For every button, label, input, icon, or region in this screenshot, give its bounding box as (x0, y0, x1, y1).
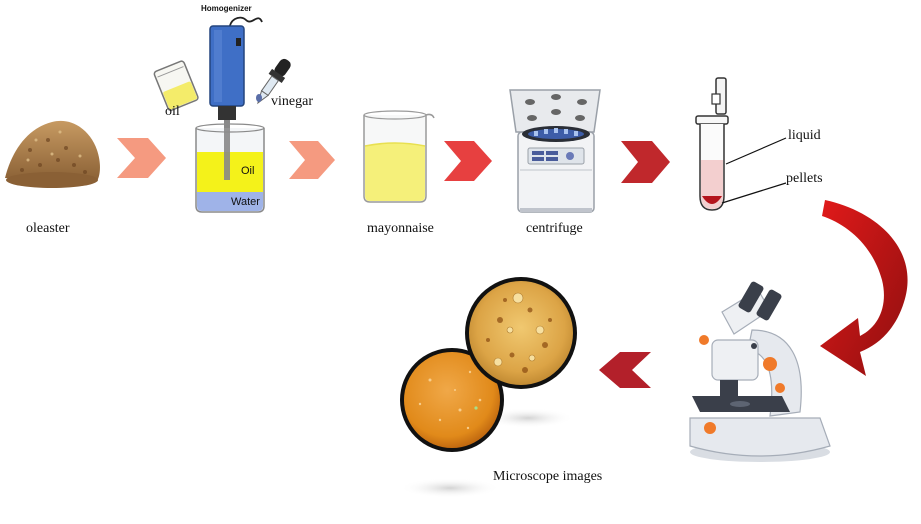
flow-arrow-1 (117, 138, 166, 178)
liquid-label: liquid (788, 128, 821, 143)
centrifuge-label: centrifuge (526, 221, 583, 236)
micrograph-icon (400, 348, 504, 452)
oil-beaker-icon (153, 60, 199, 112)
mayonnaise-beaker-icon (363, 110, 435, 203)
flow-arrow-3 (444, 141, 492, 181)
flow-arrow-4 (621, 141, 670, 183)
dropper-icon (257, 58, 291, 105)
oil-label: oil (165, 104, 180, 119)
beaker-oil-label: Oil (241, 165, 255, 177)
flow-arrow-5 (599, 352, 651, 388)
curved-arrow-icon (820, 200, 908, 376)
microscope-images-label: Microscope images (493, 469, 603, 484)
flow-arrow-2 (289, 141, 335, 179)
vinegar-drop (256, 94, 262, 102)
oleaster-label: oleaster (26, 221, 70, 236)
beaker-water-label: Water (231, 196, 260, 208)
micrograph-icon (465, 277, 577, 389)
oleaster-powder-icon (5, 120, 100, 188)
pellets-pointer (721, 182, 787, 204)
mayonnaise-label: mayonnaise (367, 221, 434, 236)
tube-icon (695, 77, 729, 211)
liquid-pointer (725, 137, 787, 165)
centrifuge-icon (509, 89, 601, 213)
micrograph-shadow-2 (482, 408, 574, 428)
microscope-icon (689, 281, 831, 462)
pellets-label: pellets (786, 171, 823, 186)
homogenizer-label: Homogenizer (201, 4, 252, 13)
vinegar-label: vinegar (271, 94, 313, 109)
mixing-beaker-icon (195, 123, 265, 213)
micrograph-shadow-1 (400, 478, 500, 498)
